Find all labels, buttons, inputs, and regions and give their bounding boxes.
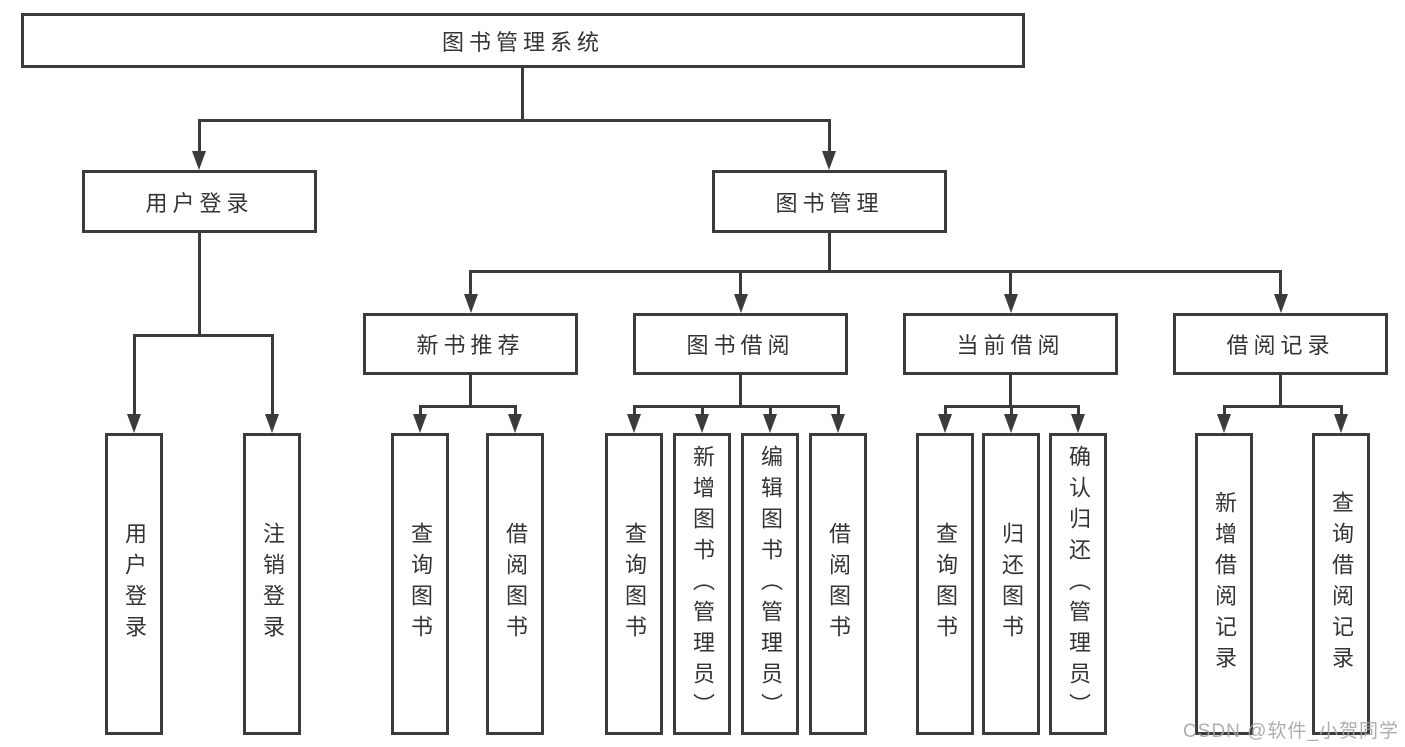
arrow-down — [413, 414, 427, 433]
node-current-borrowing-label: 当前借阅 — [956, 333, 1065, 358]
node-new-book-recommend-label: 新书推荐 — [416, 333, 525, 358]
arrow-down — [695, 414, 709, 433]
node-book-management-label: 图书管理 — [775, 190, 884, 216]
arrow-down — [627, 414, 641, 433]
connector-line — [1340, 405, 1343, 416]
arrow-down — [734, 294, 748, 313]
leaf-borrowing-query-books: 查询图书 — [605, 433, 663, 735]
arrow-down — [127, 414, 141, 433]
leaf-logout: 注销登录 — [243, 433, 301, 735]
connector-rail — [469, 270, 1281, 273]
node-root: 图书管理系统 — [21, 13, 1025, 68]
leaf-current-confirm-return-admin: 确认归还（管理员） — [1049, 433, 1107, 735]
connector-rail — [1223, 405, 1343, 408]
connector-line — [769, 405, 772, 416]
leaf-current-query-books: 查询图书 — [916, 433, 974, 735]
arrow-down — [822, 151, 836, 170]
leaf-current-return-books: 归还图书 — [982, 433, 1040, 735]
connector-line — [701, 405, 704, 416]
arrow-down — [938, 414, 952, 433]
connector-rail — [633, 405, 840, 408]
leaf-current-query-books-label: 查询图书 — [933, 522, 958, 646]
connector-line — [469, 270, 472, 296]
leaf-current-confirm-return-admin-label: 确认归还（管理员） — [1066, 444, 1091, 724]
arrow-down — [508, 414, 522, 433]
connector-line — [739, 270, 742, 296]
node-book-borrowing-label: 图书借阅 — [686, 333, 795, 358]
connector-line — [828, 233, 831, 273]
leaf-newbooks-query-books-label: 查询图书 — [408, 522, 433, 646]
connector-rail — [198, 119, 831, 122]
connector-line — [944, 405, 947, 416]
arrow-down — [1004, 294, 1018, 313]
connector-rail — [133, 334, 274, 337]
arrow-down — [1004, 414, 1018, 433]
leaf-user-login: 用户登录 — [105, 433, 163, 735]
node-borrowing-records-label: 借阅记录 — [1226, 333, 1335, 358]
leaf-borrowing-add-books-admin-label: 新增图书（管理员） — [690, 444, 715, 724]
leaf-borrowing-edit-books-admin-label: 编辑图书（管理员） — [758, 444, 783, 724]
connector-line — [133, 334, 136, 416]
connector-line — [837, 405, 840, 416]
leaf-logout-label: 注销登录 — [260, 522, 285, 646]
leaf-current-return-books-label: 归还图书 — [999, 522, 1024, 646]
leaf-records-query-record-label: 查询借阅记录 — [1329, 491, 1354, 677]
arrow-down — [1334, 414, 1348, 433]
connector-line — [1279, 270, 1282, 296]
leaf-borrowing-query-books-label: 查询图书 — [622, 522, 647, 646]
connector-line — [1279, 375, 1282, 408]
arrow-down — [1217, 414, 1231, 433]
connector-line — [828, 119, 831, 153]
connector-line — [1223, 405, 1226, 416]
node-user-login: 用户登录 — [82, 170, 317, 233]
connector-line — [1009, 375, 1012, 408]
node-book-management: 图书管理 — [712, 170, 947, 233]
leaf-records-query-record: 查询借阅记录 — [1312, 433, 1370, 735]
connector-line — [1077, 405, 1080, 416]
connector-line — [1009, 270, 1012, 296]
connector-line — [271, 334, 274, 416]
connector-line — [198, 233, 201, 337]
connector-rail — [419, 405, 517, 408]
connector-line — [1010, 405, 1013, 416]
connector-line — [633, 405, 636, 416]
leaf-newbooks-borrow-books: 借阅图书 — [486, 433, 544, 735]
leaf-borrowing-borrow-books: 借阅图书 — [809, 433, 867, 735]
connector-line — [739, 375, 742, 408]
arrow-down — [192, 151, 206, 170]
csdn-watermark: CSDN @软件_小贺同学 — [1183, 721, 1399, 742]
connector-line — [469, 375, 472, 408]
leaf-borrowing-add-books-admin: 新增图书（管理员） — [673, 433, 731, 735]
leaf-records-add-record-label: 新增借阅记录 — [1212, 491, 1237, 677]
node-book-borrowing: 图书借阅 — [633, 313, 848, 375]
arrow-down — [831, 414, 845, 433]
leaf-user-login-label: 用户登录 — [122, 522, 147, 646]
connector-line — [521, 68, 524, 121]
arrow-down — [1274, 294, 1288, 313]
leaf-records-add-record: 新增借阅记录 — [1195, 433, 1253, 735]
arrow-down — [265, 414, 279, 433]
connector-line — [198, 119, 201, 153]
node-current-borrowing: 当前借阅 — [903, 313, 1118, 375]
connector-line — [419, 405, 422, 416]
leaf-borrowing-edit-books-admin: 编辑图书（管理员） — [741, 433, 799, 735]
arrow-down — [1071, 414, 1085, 433]
node-borrowing-records: 借阅记录 — [1173, 313, 1388, 375]
leaf-newbooks-borrow-books-label: 借阅图书 — [503, 522, 528, 646]
leaf-newbooks-query-books: 查询图书 — [391, 433, 449, 735]
arrow-down — [464, 294, 478, 313]
connector-line — [514, 405, 517, 416]
leaf-borrowing-borrow-books-label: 借阅图书 — [826, 522, 851, 646]
node-new-book-recommend: 新书推荐 — [363, 313, 578, 375]
arrow-down — [763, 414, 777, 433]
node-user-login-label: 用户登录 — [145, 190, 254, 216]
node-root-label: 图书管理系统 — [441, 29, 604, 55]
